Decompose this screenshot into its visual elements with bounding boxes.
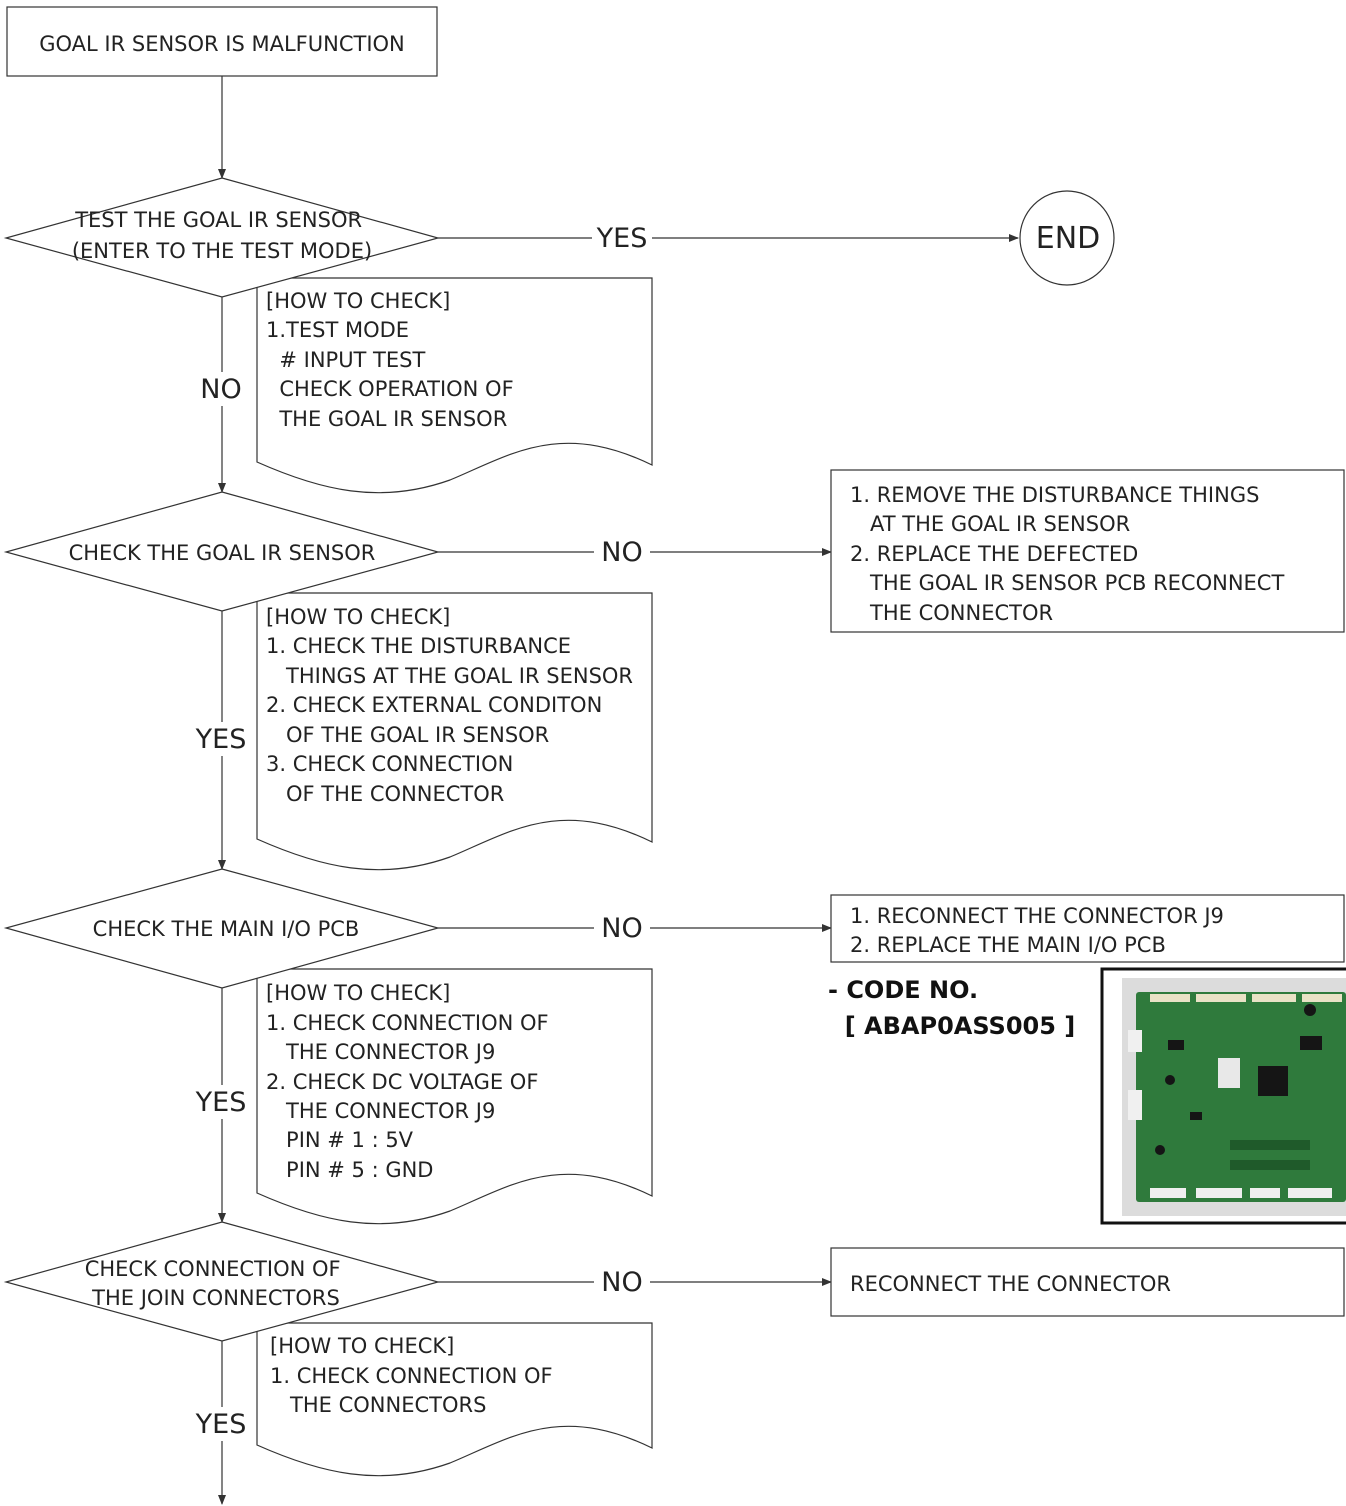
d3-down-label: YES (195, 1087, 247, 1118)
decision-line: (ENTER TO THE TEST MODE) (72, 239, 372, 263)
note-1-text: [HOW TO CHECK] 1.TEST MODE # INPUT TEST … (0, 0, 547, 431)
action-line: 1. REMOVE THE DISTURBANCE THINGS (850, 483, 1259, 507)
decision-2-text: CHECK THE GOAL IR SENSOR (69, 541, 376, 565)
pcb-connectors-bottom (1150, 1188, 1332, 1198)
note-2 (256, 592, 653, 871)
decision-2 (3, 491, 441, 612)
d4-down-label: YES (195, 1409, 247, 1440)
decision-4 (3, 1221, 441, 1342)
note-line: [HOW TO CHECK] (266, 981, 450, 1005)
note-line: 2. CHECK DC VOLTAGE OF (266, 1070, 538, 1094)
pcb-photo (1100, 967, 1346, 1225)
d1-right-label: YES (596, 223, 648, 254)
code-line: - CODE NO. (828, 976, 978, 1004)
note-line: OF THE CONNECTOR (266, 782, 504, 806)
action-line: THE CONNECTOR (850, 601, 1053, 625)
action-box-1 (830, 469, 1345, 633)
note-line: CHECK OPERATION OF (266, 377, 514, 401)
action-2-text: 1. RECONNECT THE CONNECTOR J9 2. REPLACE… (850, 904, 1224, 957)
action-line: AT THE GOAL IR SENSOR (850, 512, 1130, 536)
note-line: PIN # 5 : GND (266, 1158, 433, 1182)
end-terminal (1019, 190, 1115, 286)
pcb-connectors-top (1150, 994, 1342, 1002)
start-label: GOAL IR SENSOR IS MALFUNCTION (39, 32, 405, 56)
note-line: PIN # 1 : 5V (266, 1128, 414, 1152)
decision-line: TEST THE GOAL IR SENSOR (74, 208, 362, 232)
note-line: 1. CHECK THE DISTURBANCE (266, 634, 571, 658)
note-line: 1. CHECK CONNECTION OF (270, 1364, 553, 1388)
end-label: END (1036, 221, 1101, 256)
note-4-text: [HOW TO CHECK] 1. CHECK CONNECTION OF TH… (0, 0, 586, 1417)
action-1-text: 1. REMOVE THE DISTURBANCE THINGS AT THE … (0, 0, 1318, 625)
action-3-text: RECONNECT THE CONNECTOR (850, 1272, 1171, 1296)
note-4 (256, 1322, 653, 1477)
note-line: THE CONNECTOR J9 (266, 1040, 495, 1064)
note-3-text: [HOW TO CHECK] 1. CHECK CONNECTION OF TH… (0, 0, 582, 1182)
code-line: [ ABAP0ASS005 ] (828, 1012, 1075, 1040)
action-line: 2. REPLACE THE MAIN I/O PCB (850, 933, 1166, 957)
decision-3 (3, 868, 441, 989)
d3-right-label: NO (601, 913, 642, 944)
d2-down-label: YES (195, 724, 247, 755)
decision-1 (3, 177, 441, 298)
note-line: 3. CHECK CONNECTION (266, 752, 513, 776)
d2-right-label: NO (601, 537, 642, 568)
decision-line: CHECK CONNECTION OF (85, 1257, 341, 1281)
note-line: [HOW TO CHECK] (266, 605, 450, 629)
action-line: 2. REPLACE THE DEFECTED (850, 542, 1138, 566)
note-line: [HOW TO CHECK] (266, 289, 450, 313)
d4-right-label: NO (601, 1267, 642, 1298)
note-line: THE GOAL IR SENSOR (266, 407, 507, 431)
note-line: 1.TEST MODE (266, 318, 409, 342)
decision-4-text: CHECK CONNECTION OF THE JOIN CONNECTORS (85, 1257, 348, 1310)
note-line: 1. CHECK CONNECTION OF (266, 1011, 549, 1035)
decision-line: THE JOIN CONNECTORS (91, 1286, 340, 1310)
action-box-3 (830, 1247, 1345, 1317)
action-line: THE GOAL IR SENSOR PCB RECONNECT (850, 571, 1284, 595)
note-line: OF THE GOAL IR SENSOR (266, 723, 549, 747)
decision-1-text: TEST THE GOAL IR SENSOR (ENTER TO THE TE… (72, 208, 372, 263)
note-line: THE CONNECTORS (270, 1393, 486, 1417)
note-2-text: [HOW TO CHECK] 1. CHECK THE DISTURBANCE … (0, 0, 666, 806)
note-line: THE CONNECTOR J9 (266, 1099, 495, 1123)
decision-3-text: CHECK THE MAIN I/O PCB (93, 917, 360, 941)
code-number: - CODE NO. [ ABAP0ASS005 ] (828, 976, 1075, 1040)
d1-down-label: NO (200, 374, 241, 405)
note-line: [HOW TO CHECK] (270, 1334, 454, 1358)
note-3 (256, 968, 653, 1225)
note-line: THINGS AT THE GOAL IR SENSOR (266, 664, 633, 688)
note-line: 2. CHECK EXTERNAL CONDITON (266, 693, 602, 717)
note-line: # INPUT TEST (266, 348, 425, 372)
action-box-2 (830, 894, 1345, 963)
action-line: 1. RECONNECT THE CONNECTOR J9 (850, 904, 1224, 928)
note-1 (256, 277, 653, 494)
start-box (6, 6, 438, 77)
